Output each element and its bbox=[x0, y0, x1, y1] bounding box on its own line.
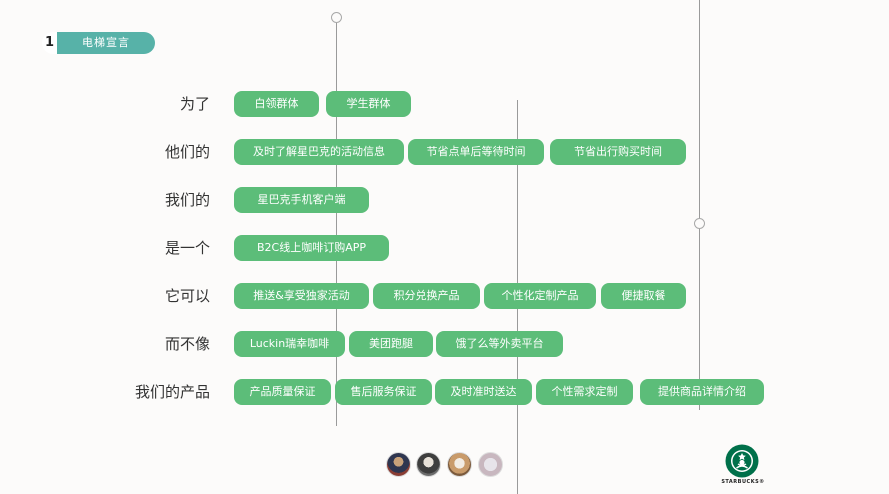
section-number: 1 bbox=[42, 32, 57, 54]
tag-meituan: 美团跑腿 bbox=[349, 331, 433, 357]
row-label-is-a: 是一个 bbox=[164, 239, 210, 257]
tag-b2c-app: B2C线上咖啡订购APP bbox=[234, 235, 389, 261]
tag-custom-needs: 个性需求定制 bbox=[536, 379, 633, 405]
tag-eleme: 饿了么等外卖平台 bbox=[436, 331, 563, 357]
divider-node-1 bbox=[331, 12, 342, 23]
tag-on-time: 及时准时送达 bbox=[435, 379, 532, 405]
starbucks-wordmark-name: STARBUCKS bbox=[721, 479, 760, 485]
tag-easy-pickup: 便捷取餐 bbox=[601, 283, 686, 309]
row-label-our: 我们的 bbox=[164, 191, 210, 209]
avatar-4 bbox=[478, 452, 503, 477]
starbucks-logo bbox=[725, 444, 759, 478]
tag-points-redeem: 积分兑换产品 bbox=[373, 283, 480, 309]
avatar-1 bbox=[386, 452, 411, 477]
tag-product-details: 提供商品详情介绍 bbox=[640, 379, 764, 405]
divider-line-3 bbox=[699, 0, 700, 410]
section-badge: 1 电梯宣言 bbox=[42, 32, 155, 54]
section-title: 电梯宣言 bbox=[57, 32, 155, 54]
divider-line-1 bbox=[336, 18, 337, 426]
tag-mobile-client: 星巴克手机客户端 bbox=[234, 187, 369, 213]
starbucks-trademark: ® bbox=[759, 479, 765, 485]
tag-push-events: 推送&享受独家活动 bbox=[234, 283, 369, 309]
tag-luckin: Luckin瑞幸咖啡 bbox=[234, 331, 345, 357]
avatar-2 bbox=[416, 452, 441, 477]
row-label-for: 为了 bbox=[179, 95, 210, 113]
tag-activity-info: 及时了解星巴克的活动信息 bbox=[234, 139, 404, 165]
tag-save-travel-time: 节省出行购买时间 bbox=[550, 139, 686, 165]
row-label-our-product: 我们的产品 bbox=[134, 383, 210, 401]
tag-white-collar: 白领群体 bbox=[234, 91, 319, 117]
divider-node-3 bbox=[694, 218, 705, 229]
starbucks-wordmark: STARBUCKS® bbox=[716, 479, 770, 485]
tag-custom-product: 个性化定制产品 bbox=[484, 283, 596, 309]
tag-after-sales: 售后服务保证 bbox=[335, 379, 432, 405]
avatar-3 bbox=[447, 452, 472, 477]
row-label-it-can: 它可以 bbox=[164, 287, 210, 305]
tag-save-wait-time: 节省点单后等待时间 bbox=[408, 139, 544, 165]
tag-quality: 产品质量保证 bbox=[234, 379, 331, 405]
row-label-unlike: 而不像 bbox=[164, 335, 210, 353]
row-label-their: 他们的 bbox=[164, 143, 210, 161]
tag-students: 学生群体 bbox=[326, 91, 411, 117]
